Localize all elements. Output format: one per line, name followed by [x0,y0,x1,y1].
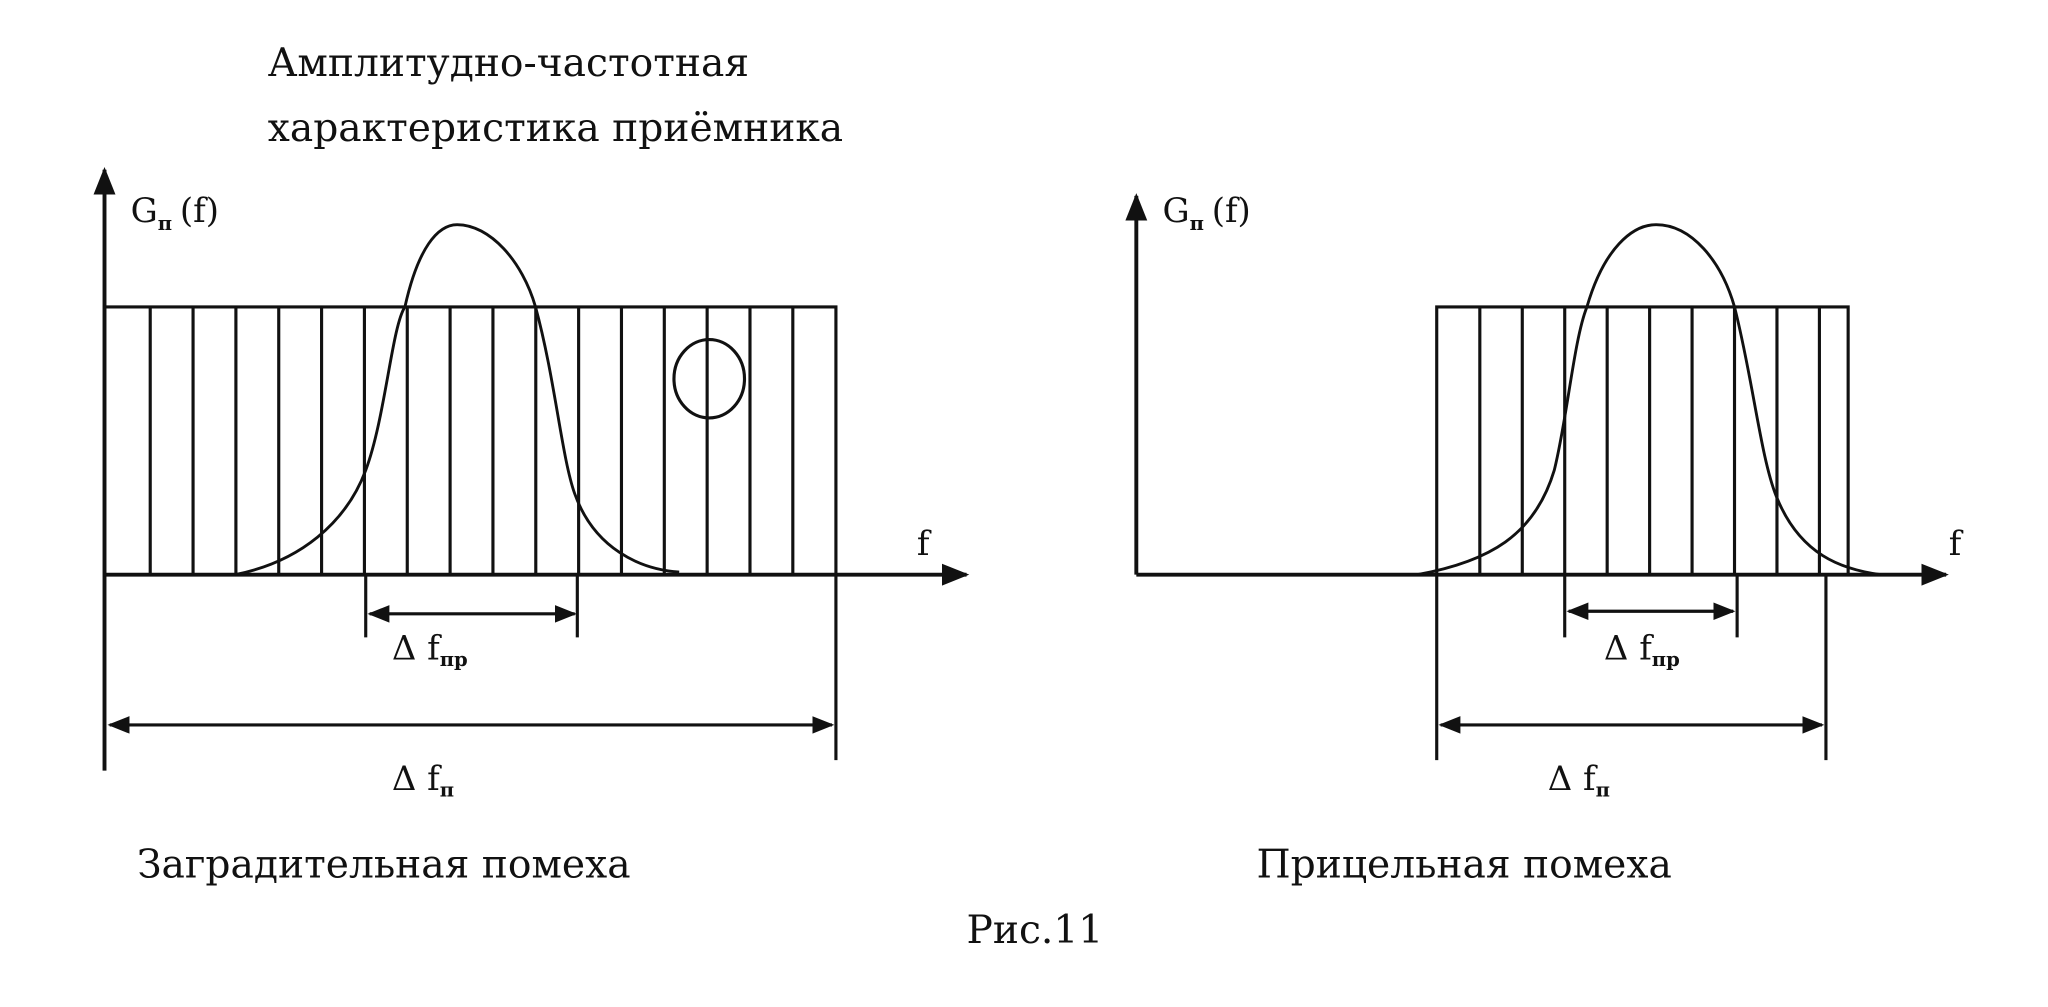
jamming-spectrum-rect [102,305,838,577]
ellipse-mark [672,338,747,420]
y-axis-label: Gп(f) [131,191,219,235]
receiver-band-label: Δ fпр [392,629,468,672]
y-axis-label: Gп(f) [1162,191,1250,235]
x-axis-label: f [917,524,932,564]
figure-caption: Рис.11 [967,908,1104,953]
title-line-1: Амплитудно-частотная [268,41,749,86]
left-caption: Заградительная помеха [137,843,630,888]
receiver-response-curve [234,223,680,577]
right-caption: Прицельная помеха [1256,843,1671,888]
title-line-2: характеристика приёмника [268,106,843,151]
spot-jamming-chart: Gп(f) f Δ fпр Δ fп Прицельная помеха [1125,191,1964,888]
jam-band-label: Δ fп [392,759,454,802]
jamming-spectrum-rect [1435,305,1850,577]
barrage-jamming-chart: Gп(f) f Δ fпр Δ fп Заградительная помеха [93,167,970,888]
hatch-lines [148,306,795,575]
receiver-band-label: Δ fпр [1604,629,1680,672]
hatch-lines [1478,306,1821,575]
receiver-response-curve [1416,223,1881,577]
x-axis-label: f [1949,524,1964,564]
jam-band-label: Δ fп [1548,759,1610,802]
